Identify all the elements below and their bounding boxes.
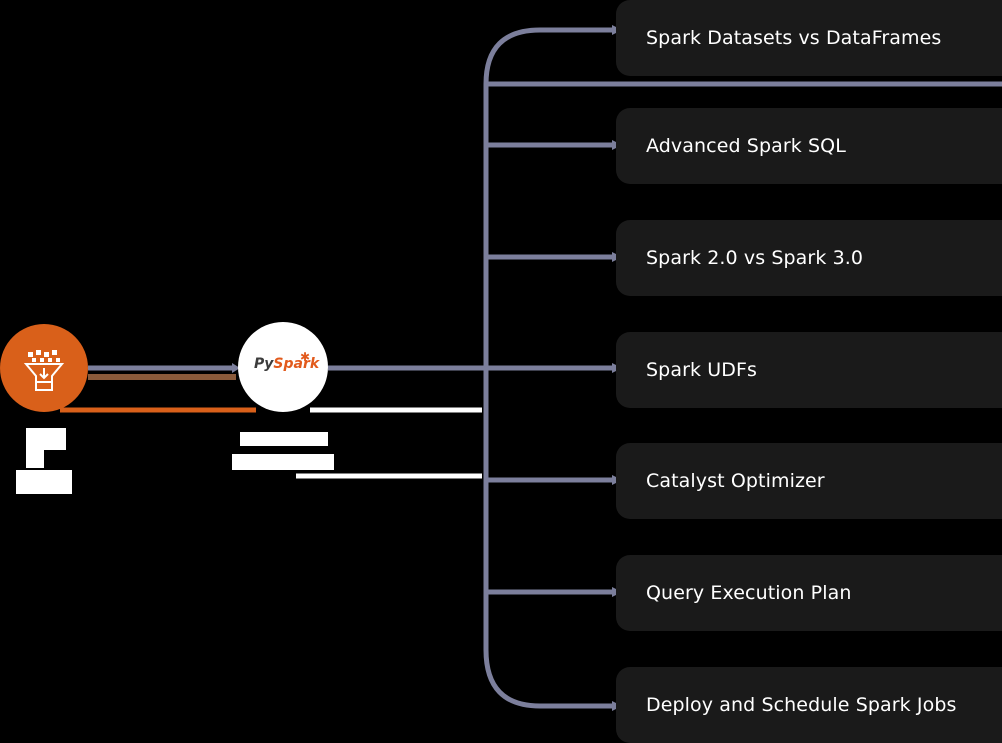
topic-label: Catalyst Optimizer	[646, 470, 825, 492]
topic-box-catalyst: Catalyst Optimizer	[616, 443, 1002, 519]
topic-box-deploy: Deploy and Schedule Spark Jobs	[616, 667, 1002, 743]
topic-label: Deploy and Schedule Spark Jobs	[646, 694, 957, 716]
source-caption-block	[26, 428, 66, 450]
spark-star-icon: ✱	[300, 350, 311, 364]
pyspark-node: PySpark ✱	[238, 322, 328, 412]
source-node	[0, 324, 88, 412]
pyspark-logo-prefix: Py	[254, 356, 274, 372]
pyspark-logo: PySpark	[254, 356, 319, 372]
source-to-pyspark-arrowhead	[232, 363, 240, 373]
topic-label: Spark Datasets vs DataFrames	[646, 27, 942, 49]
topic-box-spark-udfs: Spark UDFs	[616, 332, 1002, 408]
topic-label: Spark 2.0 vs Spark 3.0	[646, 247, 864, 269]
topic-label: Advanced Spark SQL	[646, 135, 846, 157]
funnel-download-icon	[23, 350, 65, 391]
topic-box-datasets: Spark Datasets vs DataFrames	[616, 0, 1002, 76]
pyspark-logo-suffix: Spark	[273, 356, 320, 372]
topic-box-query-plan: Query Execution Plan	[616, 555, 1002, 631]
pyspark-caption-block-2	[232, 454, 334, 470]
source-caption-block-2	[26, 450, 44, 468]
topic-label: Spark UDFs	[646, 359, 757, 381]
pyspark-caption-block	[240, 432, 328, 446]
topic-box-spark-versions: Spark 2.0 vs Spark 3.0	[616, 220, 1002, 296]
topic-label: Query Execution Plan	[646, 582, 852, 604]
topic-box-advanced-sql: Advanced Spark SQL	[616, 108, 1002, 184]
source-caption-block-3	[16, 470, 72, 494]
